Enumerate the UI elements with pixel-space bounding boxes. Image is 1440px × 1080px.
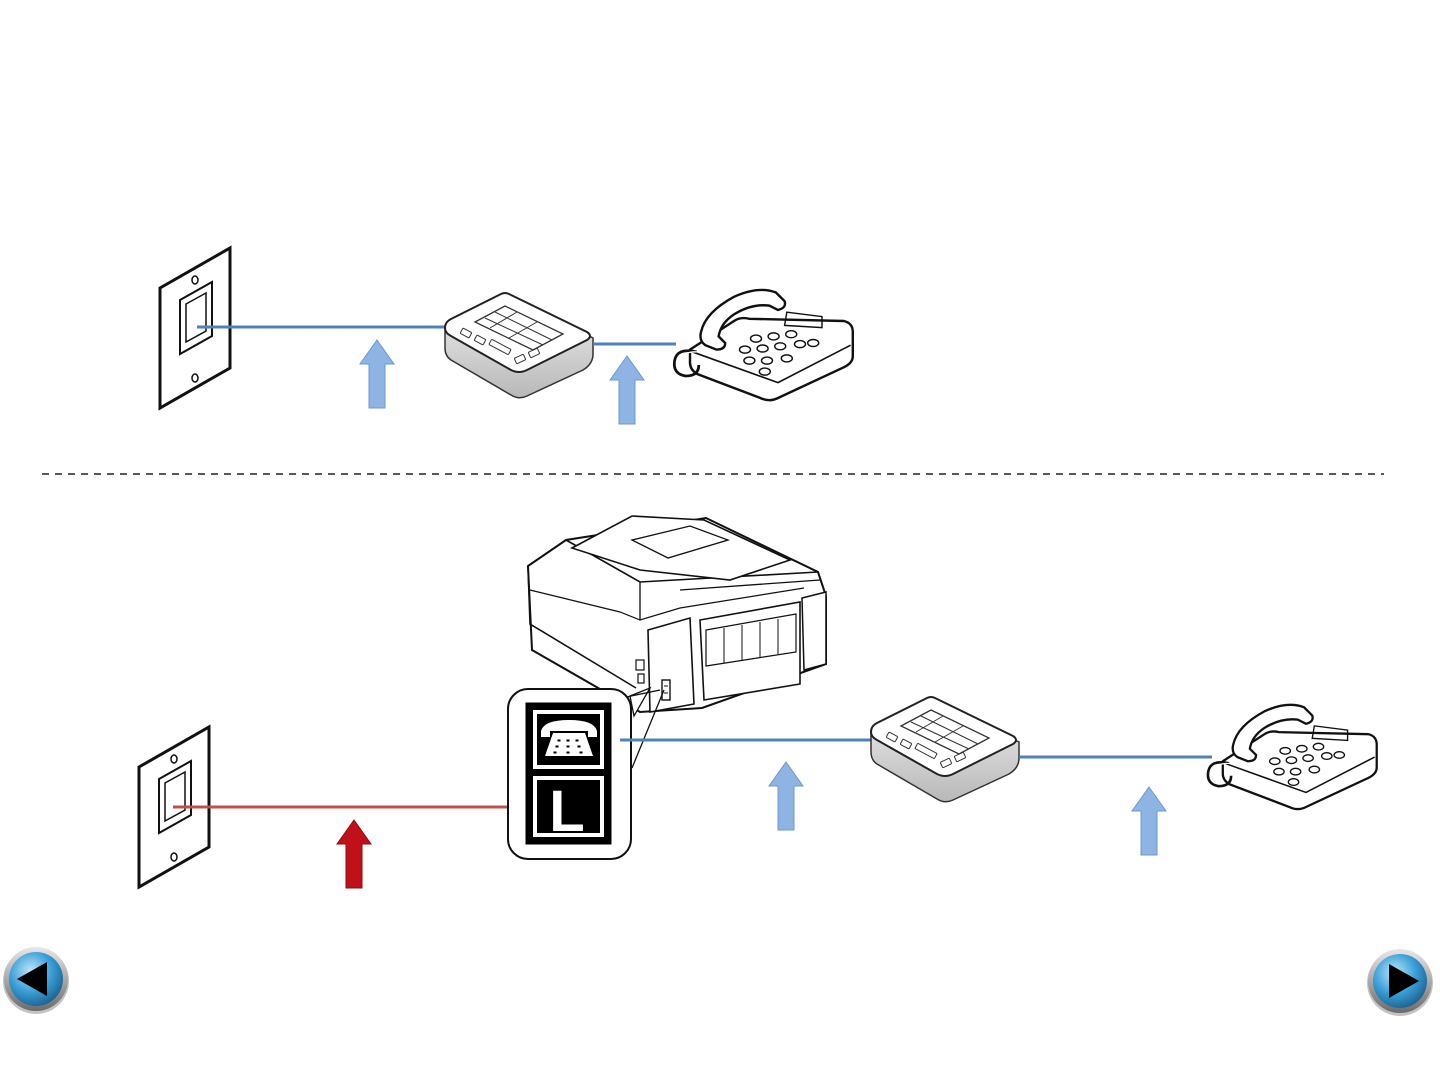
blue-arrow [1132, 787, 1166, 855]
telephone-icon [1208, 705, 1377, 809]
bottom-diagram: L [139, 516, 1377, 888]
top-diagram [160, 248, 853, 424]
line-port-label: L [549, 779, 584, 844]
red-arrow [337, 820, 371, 888]
blue-arrow [610, 356, 644, 424]
telephone-icon [674, 290, 853, 400]
prev-button[interactable] [3, 947, 69, 1014]
blue-arrow [360, 340, 394, 408]
printer-icon [528, 516, 826, 716]
port-callout: L [508, 689, 631, 859]
next-button[interactable] [1367, 949, 1433, 1016]
dsl-modem-icon [871, 697, 1019, 802]
dsl-modem-icon [445, 293, 593, 398]
blue-arrow [769, 762, 803, 830]
